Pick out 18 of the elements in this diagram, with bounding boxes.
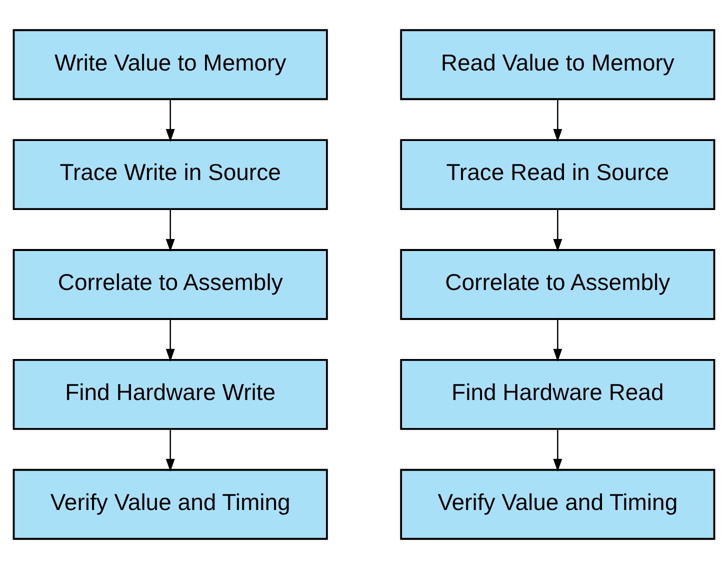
arrow xyxy=(166,99,175,142)
arrow xyxy=(553,429,562,472)
node-box: Read Value to Memory xyxy=(400,29,716,100)
node-box: Trace Read in Source xyxy=(400,139,716,210)
arrow xyxy=(553,319,562,362)
arrow xyxy=(166,209,175,252)
arrow xyxy=(166,429,175,472)
node-box: Correlate to Assembly xyxy=(400,249,716,320)
arrow xyxy=(166,319,175,362)
node-box: Trace Write in Source xyxy=(12,139,328,210)
node-box: Find Hardware Read xyxy=(400,358,716,430)
node-box: Write Value to Memory xyxy=(12,29,328,100)
node-box: Verify Value and Timing xyxy=(400,468,716,540)
arrow xyxy=(553,99,562,142)
node-box: Correlate to Assembly xyxy=(12,249,328,320)
arrow xyxy=(553,209,562,252)
node-box: Verify Value and Timing xyxy=(12,468,328,540)
node-box: Find Hardware Write xyxy=(12,358,328,430)
